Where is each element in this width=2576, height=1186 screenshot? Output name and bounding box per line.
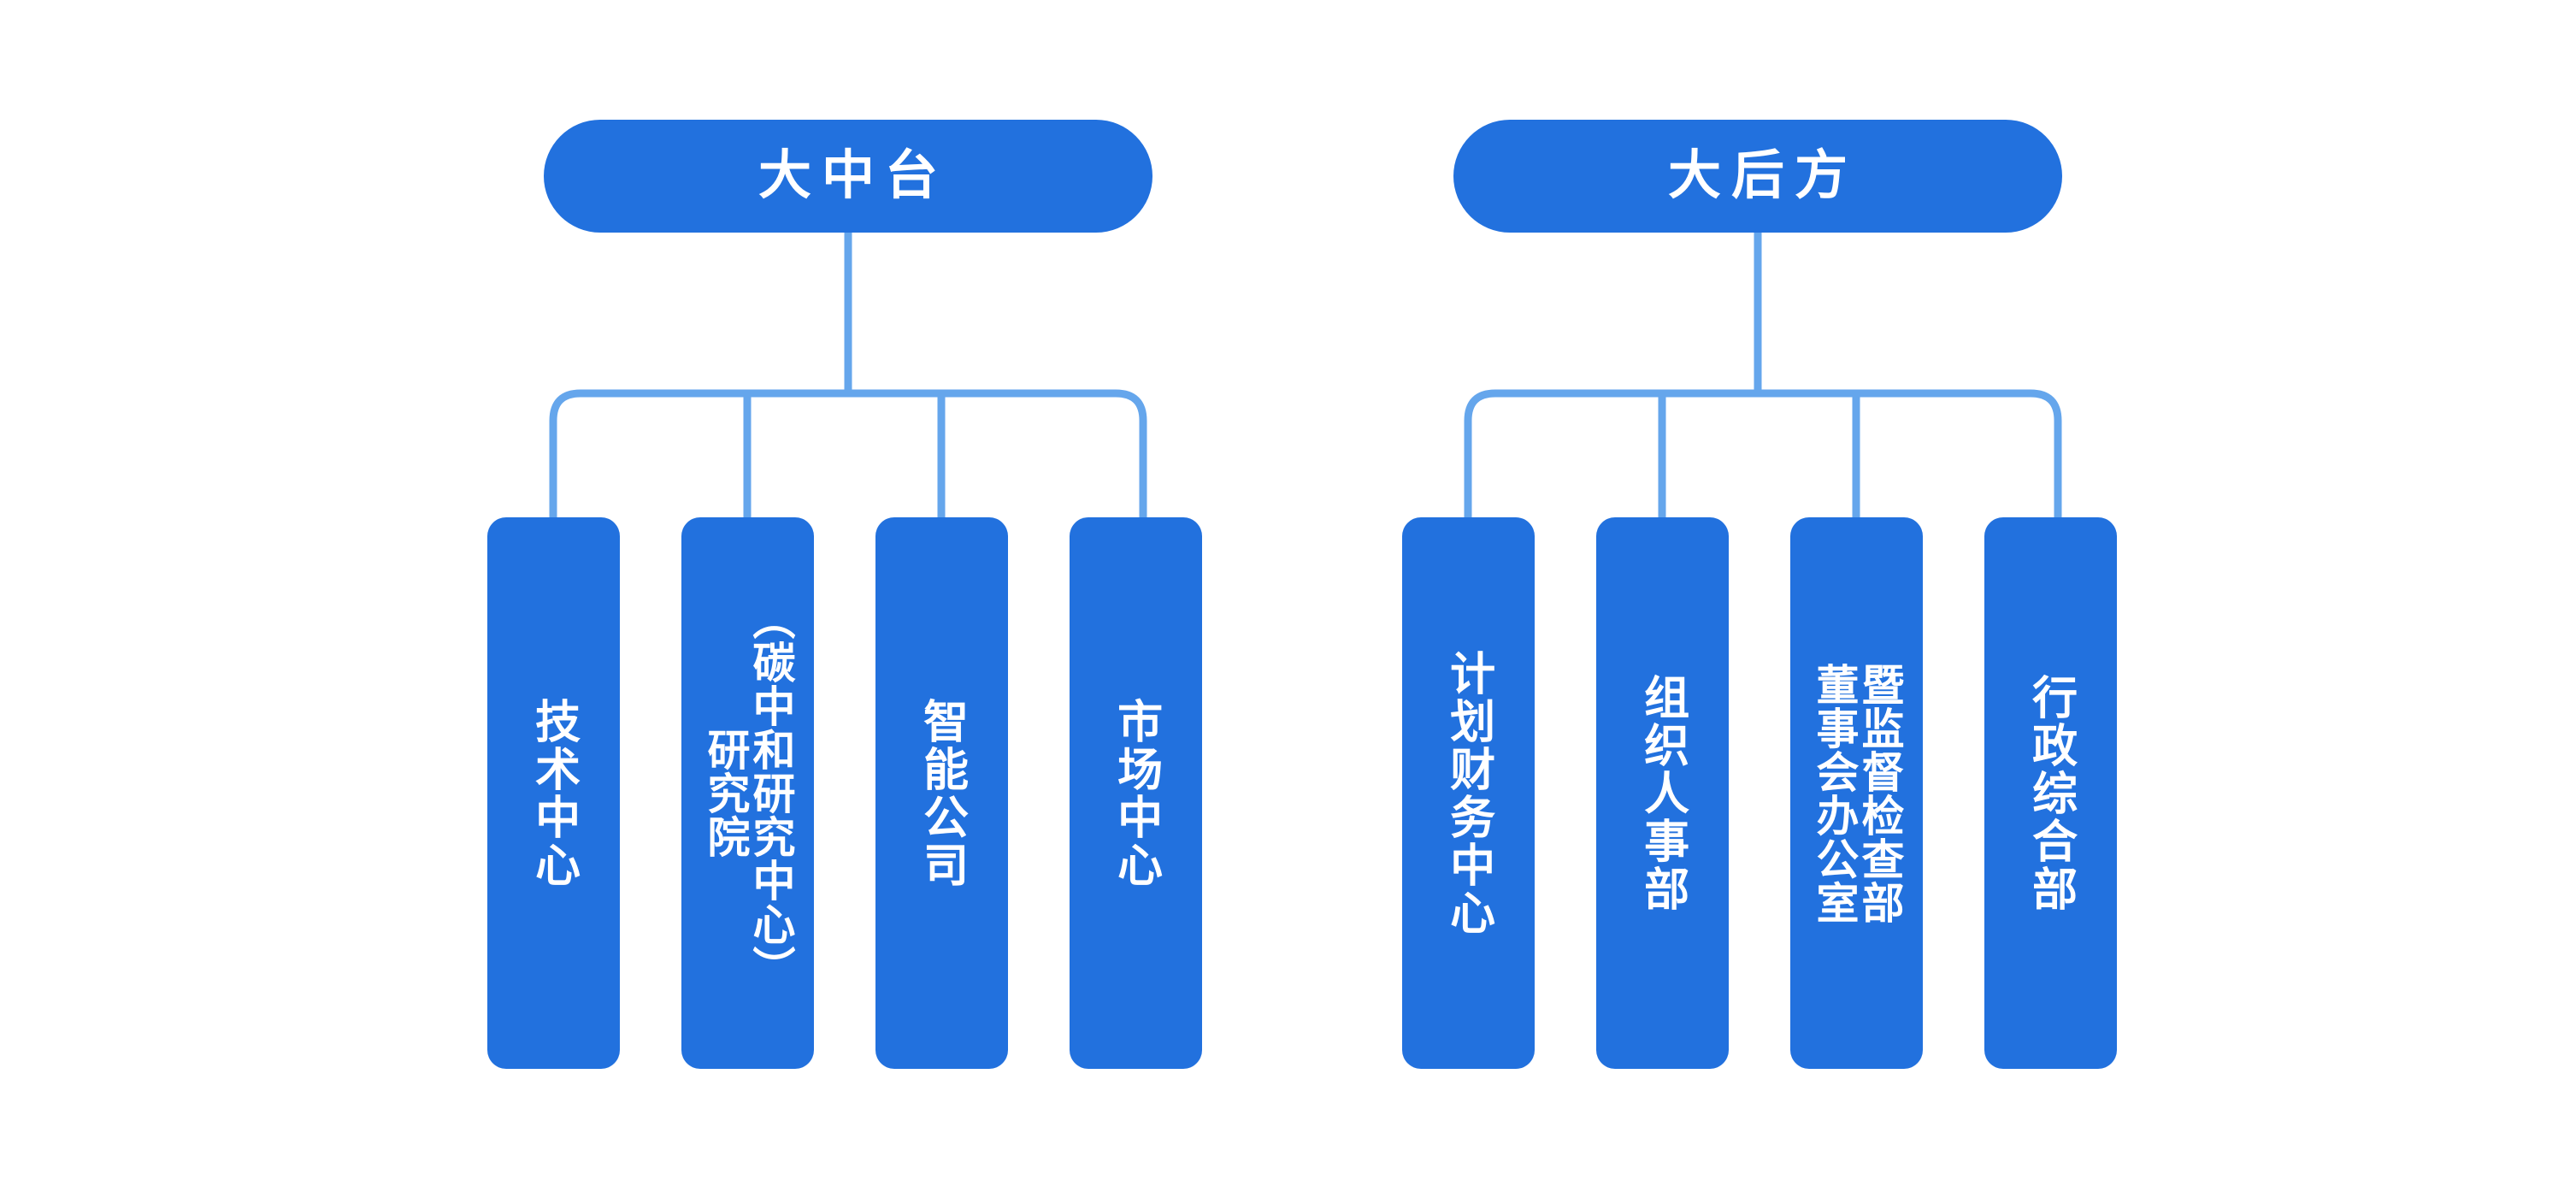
node-label-col-1: 组织人事部 <box>1637 673 1689 913</box>
node-label-col-1: （碳中和研究中心） <box>746 597 795 989</box>
node-label-col-1: 行政综合部 <box>2025 673 2077 913</box>
group-header-label: 大后方 <box>1667 146 1858 205</box>
node-label-col-1: 计划财务中心 <box>1443 649 1494 937</box>
group-header-label: 大中台 <box>757 146 948 205</box>
node-label-col-2: 研究院 <box>701 728 750 859</box>
node-research-institute[interactable]: 研究院 （碳中和研究中心） <box>681 517 814 1069</box>
node-market-center[interactable]: 市场中心 <box>1070 517 1202 1069</box>
node-label-col-1: 智能公司 <box>917 697 968 889</box>
bus-rear-support <box>1464 389 2062 517</box>
node-label-col-2: 董事会办公室 <box>1810 662 1859 924</box>
node-intelligent-company[interactable]: 智能公司 <box>875 517 1008 1069</box>
group-header-middle-platform[interactable]: 大中台 <box>544 120 1152 233</box>
node-admin-general-dept[interactable]: 行政综合部 <box>1984 517 2117 1069</box>
node-label-col-1: 技术中心 <box>528 697 580 889</box>
bus-middle-platform <box>549 389 1147 517</box>
node-plan-finance-center[interactable]: 计划财务中心 <box>1402 517 1535 1069</box>
node-label-col-1: 市场中心 <box>1111 697 1162 889</box>
node-org-personnel-dept[interactable]: 组织人事部 <box>1596 517 1729 1069</box>
node-tech-center[interactable]: 技术中心 <box>487 517 620 1069</box>
group-header-rear-support[interactable]: 大后方 <box>1453 120 2062 233</box>
node-supervision-board-office[interactable]: 董事会办公室 暨监督检查部 <box>1790 517 1923 1069</box>
node-label-col-1: 暨监督检查部 <box>1855 662 1904 924</box>
